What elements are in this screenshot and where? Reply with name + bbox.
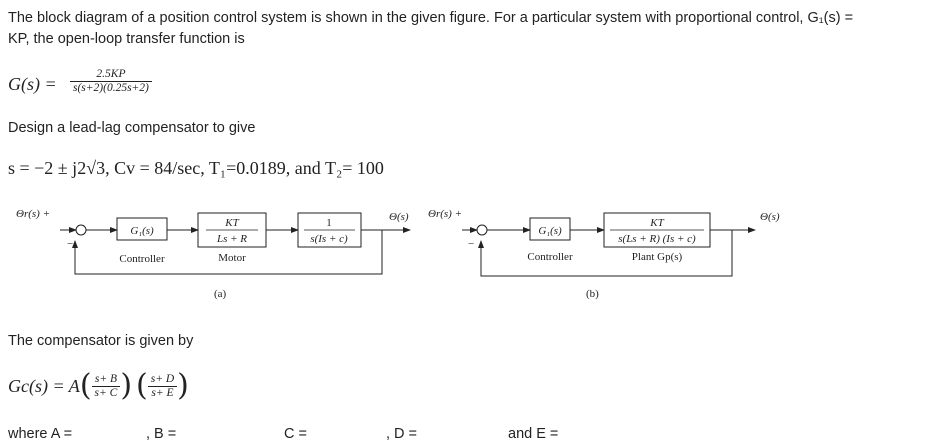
b-output-label: Θ(s) — [760, 211, 780, 223]
gc-paren-close-2: ) — [177, 368, 189, 403]
gc-paren-open-2: ( — [136, 368, 148, 403]
a-controller-caption: Controller — [119, 253, 165, 265]
b-controller-caption: Controller — [527, 251, 573, 263]
gc-paren-close-1: ) — [120, 368, 133, 403]
a-figure-label: (a) — [214, 288, 227, 300]
gc-lhs: Gc(s) = A — [8, 375, 80, 396]
answer-d-label: , D = — [386, 426, 418, 442]
intro-line-2: KP, the open-loop transfer function is — [8, 31, 245, 47]
answer-c-label: C = — [284, 426, 307, 442]
b-plant-caption: Plant Gp(s) — [632, 251, 683, 263]
answer-b-label: , B = — [146, 426, 177, 442]
b-summing-junction — [476, 224, 488, 236]
block-diagrams: Θr(s) + − G₁(s) Controller KT Ls + R Mot… — [16, 208, 780, 300]
b-figure-label: (b) — [586, 288, 599, 300]
a-motor-numerator: KT — [224, 217, 239, 229]
b-g1-label: G₁(s) — [538, 225, 562, 237]
gs-denominator: s(s+2)(0.25s+2) — [70, 81, 152, 95]
gc-denominator-2: s+ E — [148, 385, 177, 400]
a-output-label: Θ(s) — [389, 211, 409, 223]
gs-lhs: G(s) = — [8, 74, 57, 94]
a-motor-denominator: Ls + R — [216, 233, 247, 245]
a-integrator-numerator: 1 — [326, 217, 332, 229]
gc-paren-open-1: ( — [79, 368, 92, 403]
intro-line-1: The block diagram of a position control … — [8, 10, 854, 26]
gc-numerator-2: s+ D — [150, 372, 175, 385]
a-input-label: Θr(s) + — [16, 208, 50, 220]
gc-numerator-1: s+ B — [94, 372, 117, 385]
a-feedback-path — [72, 230, 383, 275]
gc-denominator-1: s+ C — [91, 385, 121, 400]
spec-equation: s = −2 ± j2√3, Cv = 84/sec, T₁=0.0189, a… — [8, 158, 384, 178]
b-plant-denominator: s(Ls + R) (Is + c) — [618, 233, 696, 245]
answer-a-label: where A = — [8, 426, 73, 442]
b-plant-numerator: KT — [649, 217, 664, 229]
gs-numerator: 2.5KP — [96, 68, 126, 80]
b-feedback-path — [478, 230, 733, 277]
a-minus-sign: − — [67, 238, 73, 250]
a-g1-label: G₁(s) — [130, 225, 154, 237]
b-minus-sign: − — [468, 238, 474, 250]
design-text: Design a lead-lag compensator to give — [8, 120, 256, 136]
a-summing-junction — [75, 224, 87, 236]
a-integrator-denominator: s(Is + c) — [310, 233, 348, 245]
compensator-text: The compensator is given by — [8, 333, 194, 349]
a-g1-block — [116, 217, 168, 241]
gs-fraction: 2.5KP s(s+2)(0.25s+2) — [70, 68, 152, 95]
b-g1-block — [529, 217, 571, 241]
answer-e-label: and E = — [508, 426, 559, 442]
a-motor-caption: Motor — [218, 252, 246, 264]
gc-equation: Gc(s) = A ( s+ B s+ C ) ( s+ D s+ E ) — [8, 368, 189, 403]
b-input-label: Θr(s) + — [428, 208, 462, 220]
